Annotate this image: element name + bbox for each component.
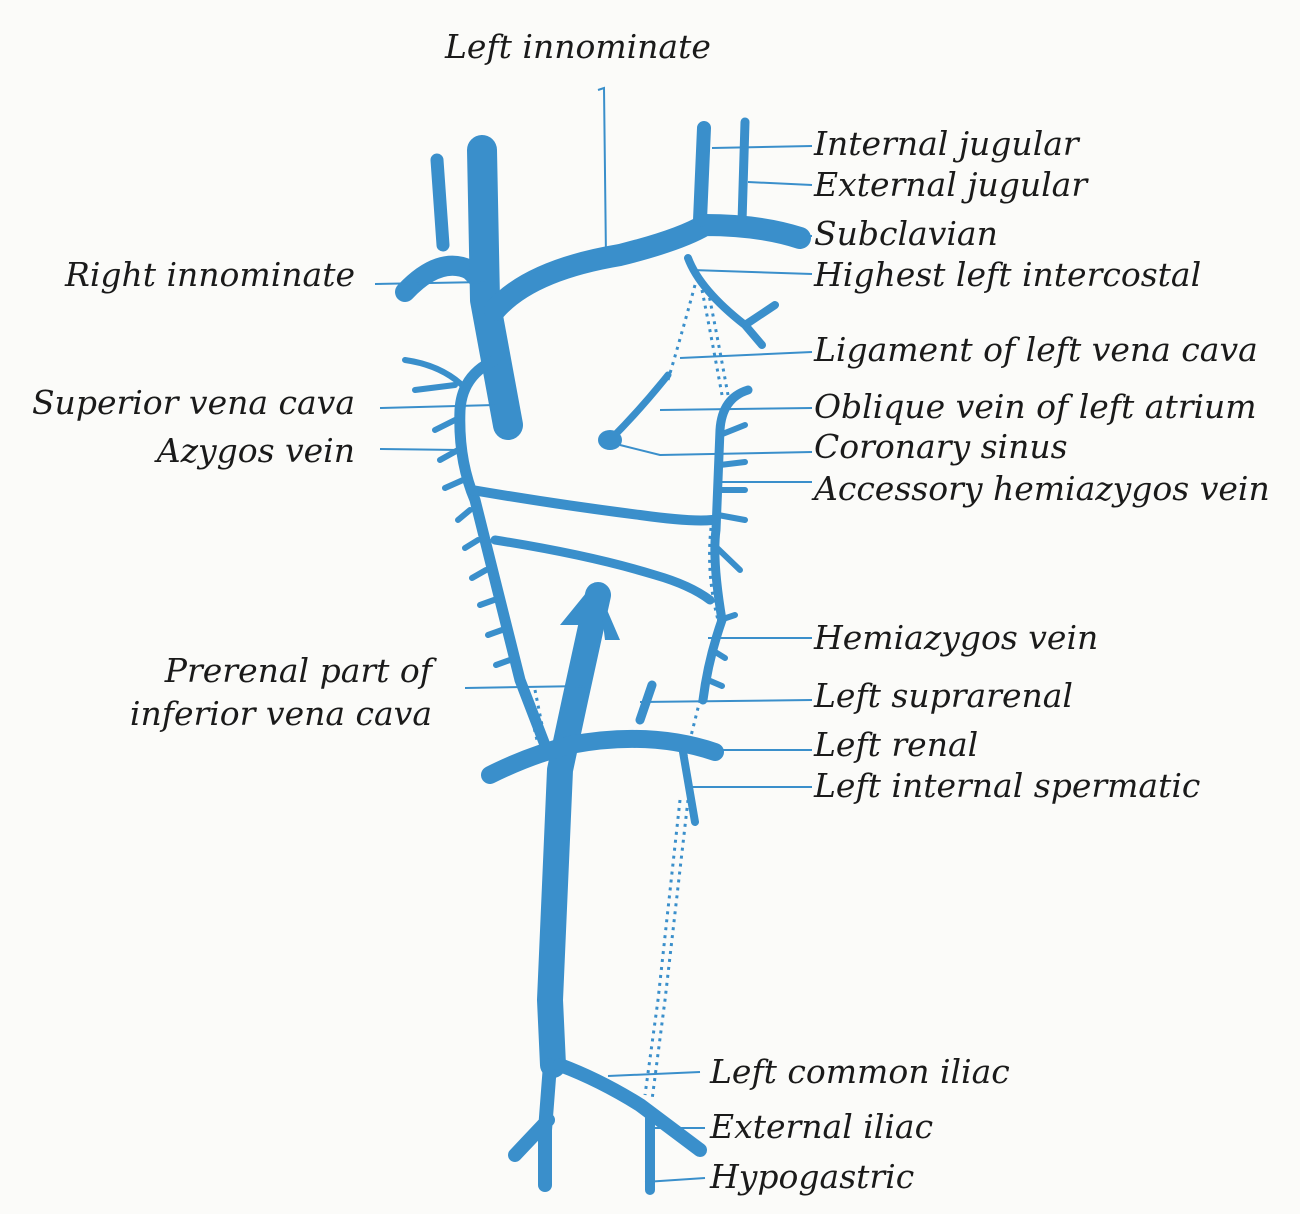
labels: Left innominate Internal jugular Externa… [32,27,1270,1196]
dotted-channel-upper [523,519,720,761]
label-right-innominate: Right innominate [64,255,355,294]
superior-vena-cava [467,135,523,440]
veins [395,117,811,1195]
left-external-jugular [737,117,750,227]
label-internal-jugular: Internal jugular [813,124,1081,163]
label-left-suprarenal: Left suprarenal [813,676,1073,715]
cross-vein-upper [467,485,717,526]
label-ligament-left-vena-cava: Ligament of left vena cava [813,330,1258,369]
label-left-internal-spermatic: Left internal spermatic [813,766,1200,805]
left-common-iliac-vein [553,1058,707,1157]
highest-left-intercostal [684,254,779,349]
label-left-renal: Left renal [813,725,978,764]
cross-vein-lower [490,535,715,605]
hemiazygos-tributaries [705,422,748,689]
label-left-innominate: Left innominate [444,27,711,66]
left-internal-jugular [693,121,711,227]
coronary-sinus [598,430,622,450]
left-innominate-vein [484,214,811,321]
label-coronary-sinus: Coronary sinus [814,427,1068,466]
label-external-iliac: External iliac [709,1107,933,1146]
ligament-left-vena-cava [666,284,730,396]
label-azygos-vein: Azygos vein [154,431,355,470]
label-oblique-vein-left-atrium: Oblique vein of left atrium [814,387,1257,426]
label-prerenal-line1: Prerenal part of [164,651,438,690]
label-subclavian: Subclavian [814,214,998,253]
ivc-arrowhead [560,582,620,640]
right-common-iliac [508,1058,557,1192]
azygos-tributaries [402,357,513,668]
label-superior-vena-cava: Superior vena cava [32,383,355,422]
label-hypogastric: Hypogastric [709,1157,914,1196]
left-renal-vein [481,729,724,784]
label-left-common-iliac: Left common iliac [709,1052,1010,1091]
label-accessory-hemiazygos-vein: Accessory hemiazygos vein [811,469,1270,508]
label-highest-left-intercostal: Highest left intercostal [813,255,1201,294]
label-external-jugular: External jugular [813,165,1089,204]
oblique-vein [606,371,672,444]
leader-lines [374,86,813,1183]
label-hemiazygos-vein: Hemiazygos vein [813,618,1098,657]
inferior-vena-cava [537,582,611,1078]
left-spermatic-vein [679,748,699,826]
label-prerenal-line2: inferior vena cava [130,694,432,733]
right-internal-jugular [430,153,450,252]
dotted-channel-lower [643,799,690,1101]
